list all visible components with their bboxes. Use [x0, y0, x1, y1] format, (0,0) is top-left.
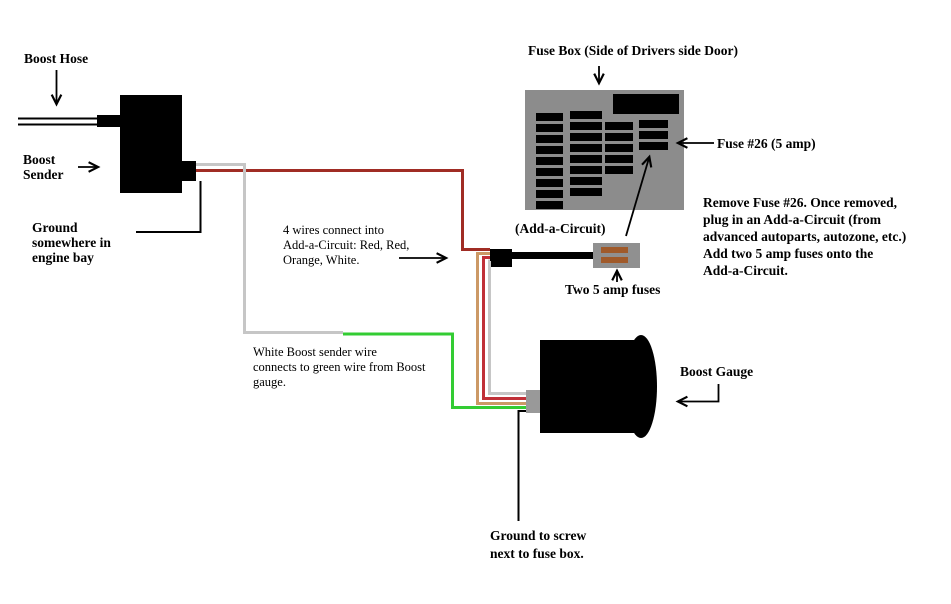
fuse: [570, 188, 602, 196]
fuse: [570, 144, 602, 152]
boost-gauge-connector: [526, 390, 541, 413]
boost-sender-label: Boost Sender: [23, 152, 64, 182]
ground-screw-label: Ground to screw next to fuse box.: [490, 528, 587, 561]
gauge-white-wire: [488, 259, 526, 395]
gauge-orange-wire: [476, 252, 526, 405]
add-a-circuit-label: (Add-a-Circuit): [515, 221, 606, 236]
white-wire-note: White Boost sender wire connects to gree…: [253, 345, 426, 389]
five-amp-fuse-2: [601, 257, 628, 263]
boost-hose-fitting: [97, 115, 121, 127]
boost-gauge-face: [625, 335, 657, 438]
fuse: [605, 155, 633, 163]
fuse: [536, 113, 563, 121]
fuse-box-label: Fuse Box (Side of Drivers side Door): [528, 43, 738, 58]
fuse: [536, 124, 563, 132]
fuse: [605, 122, 633, 130]
fuse: [536, 157, 563, 165]
add-a-circuit-connector: [490, 249, 512, 267]
five-amp-fuse-1: [601, 247, 628, 253]
boost-gauge-body: [540, 340, 640, 433]
sender-ground-wire: [136, 181, 202, 233]
ground-engine-bay-label: Ground somewhere in engine bay: [32, 220, 111, 265]
gauge-green-wire: [343, 332, 526, 409]
remove-fuse-instructions: Remove Fuse #26. Once removed, plug in a…: [703, 195, 907, 278]
fuse: [639, 131, 668, 139]
fuse-box-relay-block: [613, 94, 679, 114]
fuse: [570, 155, 602, 163]
fuse: [536, 168, 563, 176]
fuse: [536, 190, 563, 198]
sender-red-wire: [196, 169, 490, 251]
boost-hose-label: Boost Hose: [24, 51, 89, 66]
fuse: [605, 166, 633, 174]
fuse-26-label: Fuse #26 (5 amp): [717, 136, 816, 151]
fuse: [570, 111, 602, 119]
boost-gauge-label: Boost Gauge: [680, 364, 754, 379]
fuse: [570, 133, 602, 141]
four-wires-note: 4 wires connect into Add-a-Circuit: Red,…: [283, 223, 410, 267]
fuse: [570, 166, 602, 174]
fuse: [570, 177, 602, 185]
sender-white-wire: [196, 163, 343, 334]
fuse: [536, 146, 563, 154]
gauge-red-wire: [482, 256, 526, 400]
fuse-26: [639, 142, 668, 150]
fuse: [536, 201, 563, 209]
fuse: [570, 122, 602, 130]
boost-sender-box: [120, 95, 182, 193]
boost-gauge-arrow: [675, 384, 720, 408]
add-a-circuit-arrow: [625, 154, 653, 237]
fuse: [639, 120, 668, 128]
fuse: [536, 179, 563, 187]
fuse: [536, 135, 563, 143]
boost-sender-terminal: [182, 161, 196, 181]
gauge-ground-wire: [517, 410, 526, 521]
two-5amp-fuses-label: Two 5 amp fuses: [565, 282, 661, 297]
fuse: [605, 133, 633, 141]
fuse: [605, 144, 633, 152]
